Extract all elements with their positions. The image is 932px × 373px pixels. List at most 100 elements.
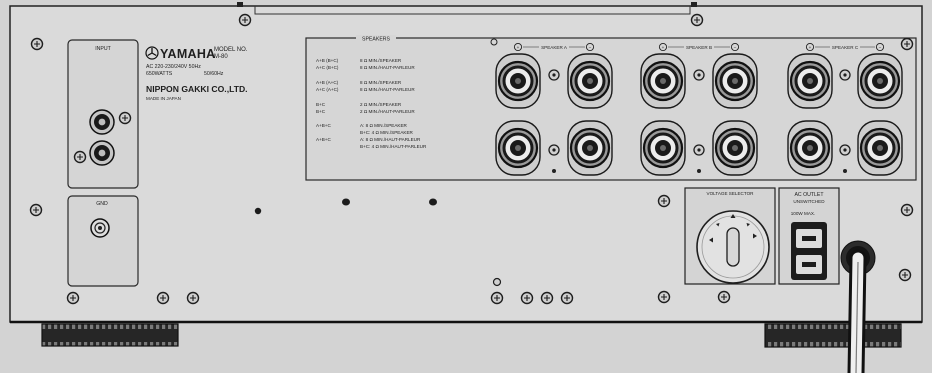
impedance-spec: B+C: 4 Ω MIN./HAUT-PARLEUR (360, 144, 427, 149)
positive-speaker-terminal (495, 53, 541, 109)
brand-name: YAMAHA (160, 47, 216, 61)
impedance-config: A+B+C (316, 137, 331, 142)
negative-symbol-icon (730, 42, 740, 52)
negative-symbol: − (879, 45, 882, 50)
top-mark-right (691, 2, 697, 7)
screw-slot (661, 198, 667, 204)
screw-slot (160, 295, 166, 301)
terminal-hole (660, 145, 666, 151)
terminal-dot (843, 169, 847, 173)
terminal-hole (587, 145, 593, 151)
mounting-hole (254, 207, 262, 215)
positive-speaker-terminal (640, 53, 686, 109)
positive-symbol-icon (513, 42, 523, 52)
terminal-hole (515, 78, 521, 84)
ac-outlet-section: AC OUTLET UNSWITCHED 100W MAX. (778, 187, 840, 285)
impedance-spec: 8 Ω MIN./SPEAKER (360, 80, 402, 85)
impedance-spec: 8 Ω MIN./HAUT-PARLEUR (360, 65, 415, 70)
ground-section: GND (67, 195, 139, 287)
screw-center (843, 73, 847, 77)
mounting-hole (342, 198, 350, 206)
voltage-selector-section: VOLTAGE SELECTOR (684, 187, 776, 285)
maker-name: NIPPON GAKKI CO.,LTD. (146, 84, 248, 94)
impedance-config: B+C (316, 109, 326, 114)
screw (30, 37, 44, 51)
screw (520, 291, 534, 305)
speaker-group-label: SPEAKER A (541, 45, 568, 50)
screw-slot (904, 207, 910, 213)
terminal-screw (548, 69, 560, 81)
speaker-group-label: SPEAKER C (832, 45, 859, 50)
impedance-spec: 8 Ω MIN./HAUT-PARLEUR (360, 87, 415, 92)
positive-symbol-icon (658, 42, 668, 52)
screw-slot (77, 154, 83, 160)
positive-symbol: + (809, 45, 812, 50)
yamaha-logo-icon (145, 46, 159, 60)
screw (898, 268, 912, 282)
speaker-group-label: SPEAKER B (686, 45, 712, 50)
ac-outlet-socket (791, 222, 827, 280)
positive-symbol-icon (805, 42, 815, 52)
negative-symbol-icon (875, 42, 885, 52)
speaker-terminals (495, 53, 903, 176)
brand-block: YAMAHA MODEL NO. M-80 AC 220-230/240V 50… (145, 46, 248, 101)
negative-speaker-terminal (857, 53, 903, 109)
positive-speaker-terminal (495, 120, 541, 176)
terminal-hole (877, 78, 883, 84)
power-cord (840, 240, 876, 373)
negative-speaker-terminal (567, 53, 613, 109)
screw-slot (524, 295, 530, 301)
positive-symbol: + (662, 45, 665, 50)
screw (560, 291, 574, 305)
ground-symbol-icon (490, 38, 498, 46)
positive-speaker-terminal (640, 120, 686, 176)
terminal-hole (515, 145, 521, 151)
terminal-dot (697, 169, 701, 173)
screw (73, 150, 87, 164)
impedance-spec: A: 8 Ω MIN./SPEAKER (360, 123, 408, 128)
positive-symbol: + (517, 45, 520, 50)
screw (900, 203, 914, 217)
screw-head (492, 277, 502, 287)
screw-slot (190, 295, 196, 301)
screw (66, 291, 80, 305)
positive-speaker-terminal (787, 53, 833, 109)
negative-symbol: − (734, 45, 737, 50)
screw-slot (564, 295, 570, 301)
screw (118, 111, 132, 125)
speaker-group-headers: + − SPEAKER A + − SPEAKER B + − SPEAKER C (513, 42, 885, 52)
negative-symbol: − (589, 45, 592, 50)
screw-center (697, 73, 701, 77)
top-cover-lip (254, 6, 691, 15)
impedance-spec: 2 Ω MIN./SPEAKER (360, 102, 402, 107)
wattage: 650WATTS (146, 71, 173, 77)
screw-center (843, 148, 847, 152)
voltage-selector-dial (696, 210, 770, 284)
screw (156, 291, 170, 305)
screw-slot (70, 295, 76, 301)
model-label: MODEL NO. (214, 47, 248, 53)
terminal-hole (660, 78, 666, 84)
screw (492, 277, 502, 287)
ac-outlet-rating: 100W MAX. (791, 211, 816, 216)
frequency: 50/60Hz (204, 71, 224, 77)
terminal-hole (732, 78, 738, 84)
negative-speaker-terminal (712, 120, 758, 176)
ac-outlet-note: UNSWITCHED (793, 199, 825, 204)
origin-label: MADE IN JAPAN (146, 96, 181, 101)
cord-seam (855, 261, 859, 373)
screw-center (697, 148, 701, 152)
terminal-screw (548, 144, 560, 156)
terminal-hole (807, 78, 813, 84)
negative-speaker-terminal (857, 120, 903, 176)
speaker-group-header: + − SPEAKER A (513, 42, 595, 52)
screw (29, 203, 43, 217)
impedance-config: A+C (A+C) (316, 87, 339, 92)
voltage-selector-label: VOLTAGE SELECTOR (707, 191, 755, 196)
screw-slot (544, 295, 550, 301)
left-foot (41, 323, 179, 347)
screw-slot (694, 17, 700, 23)
model-number: M-80 (214, 54, 228, 60)
screw-slot (904, 41, 910, 47)
